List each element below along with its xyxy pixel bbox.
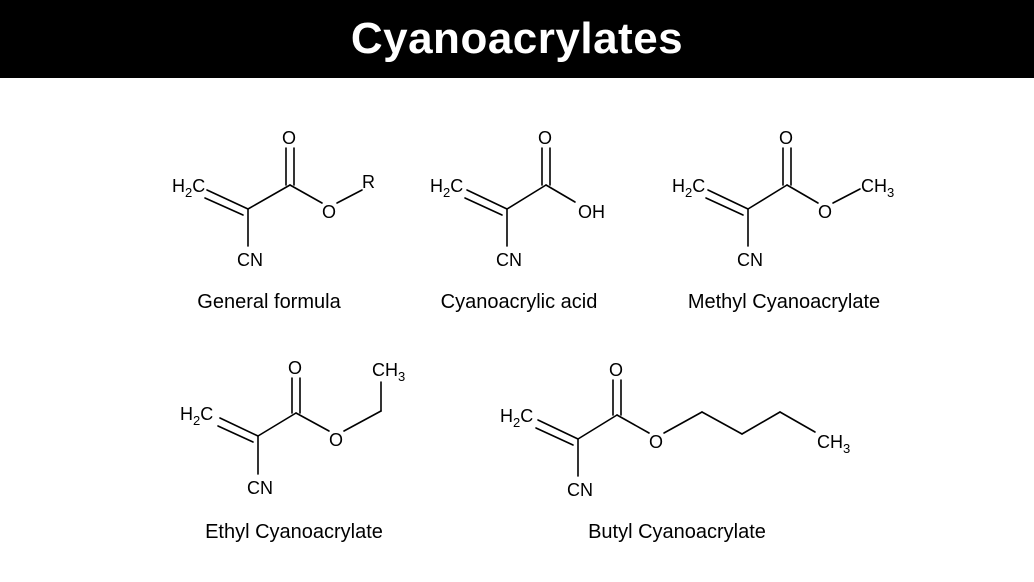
atom-cn: CN bbox=[237, 250, 263, 270]
bond-carbonyl-o bbox=[295, 412, 330, 432]
bond-c-carbonyl bbox=[247, 184, 291, 210]
atom-h2c: H2C bbox=[500, 406, 533, 430]
atom-h2c: H2C bbox=[430, 176, 463, 200]
bond-carbonyl-o bbox=[616, 414, 650, 434]
molecule-cyanoacrylic-acid: H2C O OH CN Cyanoacrylic acid bbox=[430, 128, 605, 313]
bond-c-carbonyl bbox=[577, 414, 618, 440]
atom-cn: CN bbox=[737, 250, 763, 270]
atom-cn: CN bbox=[496, 250, 522, 270]
bond-o-ch2 bbox=[343, 410, 382, 432]
bond-c-carbonyl bbox=[747, 184, 788, 210]
double-bond-ch2-inner bbox=[204, 197, 244, 216]
structures-diagram: H2C O O R CN General formula H2C O OH CN bbox=[172, 128, 894, 543]
atom-carbonyl-o: O bbox=[609, 360, 623, 380]
atom-carbonyl-o: O bbox=[282, 128, 296, 148]
page-title: Cyanoacrylates bbox=[350, 14, 684, 63]
molecule-general-formula: H2C O O R CN General formula bbox=[172, 128, 375, 313]
double-bond-ch2 bbox=[466, 189, 508, 210]
bond-carbonyl-o bbox=[786, 184, 819, 204]
double-bond-ch2 bbox=[537, 419, 579, 440]
caption-cyanoacrylic-acid: Cyanoacrylic acid bbox=[441, 291, 598, 313]
bond-c2-c3 bbox=[741, 411, 781, 435]
double-bond-ch2 bbox=[219, 417, 259, 437]
atom-ch3: CH3 bbox=[372, 360, 405, 384]
caption-ethyl-cyanoacrylate: Ethyl Cyanoacrylate bbox=[205, 521, 383, 543]
bond-c1-c2 bbox=[701, 411, 743, 435]
atom-r: R bbox=[362, 172, 375, 192]
diagram-canvas: H2C O O R CN General formula H2C O OH CN bbox=[0, 78, 1034, 582]
bond-c-carbonyl bbox=[257, 412, 297, 437]
atom-oh: OH bbox=[578, 202, 605, 222]
atom-h2c: H2C bbox=[180, 404, 213, 428]
bond-o-c1 bbox=[663, 411, 703, 434]
atom-cn: CN bbox=[247, 478, 273, 498]
caption-methyl-cyanoacrylate: Methyl Cyanoacrylate bbox=[688, 291, 880, 313]
double-bond-ch2 bbox=[206, 189, 249, 210]
molecule-ethyl-cyanoacrylate: H2C O O CH3 CN Ethyl Cyanoacrylate bbox=[180, 358, 405, 543]
bond-o-ch3 bbox=[832, 188, 861, 204]
atom-cn: CN bbox=[567, 480, 593, 500]
atom-h2c: H2C bbox=[172, 176, 205, 200]
atom-h2c: H2C bbox=[672, 176, 705, 200]
bond-c3-ch3 bbox=[779, 411, 816, 433]
atom-ester-o: O bbox=[818, 202, 832, 222]
atom-carbonyl-o: O bbox=[538, 128, 552, 148]
bond-o-r bbox=[336, 189, 363, 204]
bond-carbonyl-oh bbox=[545, 184, 576, 203]
double-bond-ch2-inner bbox=[464, 197, 503, 216]
double-bond-ch2-inner bbox=[217, 425, 254, 443]
bond-carbonyl-o bbox=[289, 184, 323, 204]
molecule-methyl-cyanoacrylate: H2C O O CH3 CN Methyl Cyanoacrylate bbox=[672, 128, 894, 313]
atom-ester-o: O bbox=[322, 202, 336, 222]
double-bond-ch2 bbox=[707, 189, 749, 210]
atom-carbonyl-o: O bbox=[288, 358, 302, 378]
atom-carbonyl-o: O bbox=[779, 128, 793, 148]
caption-general-formula: General formula bbox=[197, 291, 341, 313]
atom-ester-o: O bbox=[649, 432, 663, 452]
double-bond-ch2-inner bbox=[535, 427, 574, 446]
bond-c-carbonyl bbox=[506, 184, 547, 210]
double-bond-ch2-inner bbox=[705, 197, 744, 216]
atom-ester-o: O bbox=[329, 430, 343, 450]
molecule-butyl-cyanoacrylate: H2C O O CH3 CN Butyl Cyanoacrylate bbox=[500, 360, 850, 543]
atom-ch3: CH3 bbox=[817, 432, 850, 456]
title-bar: Cyanoacrylates bbox=[0, 0, 1034, 78]
atom-ch3: CH3 bbox=[861, 176, 894, 200]
caption-butyl-cyanoacrylate: Butyl Cyanoacrylate bbox=[588, 521, 766, 543]
